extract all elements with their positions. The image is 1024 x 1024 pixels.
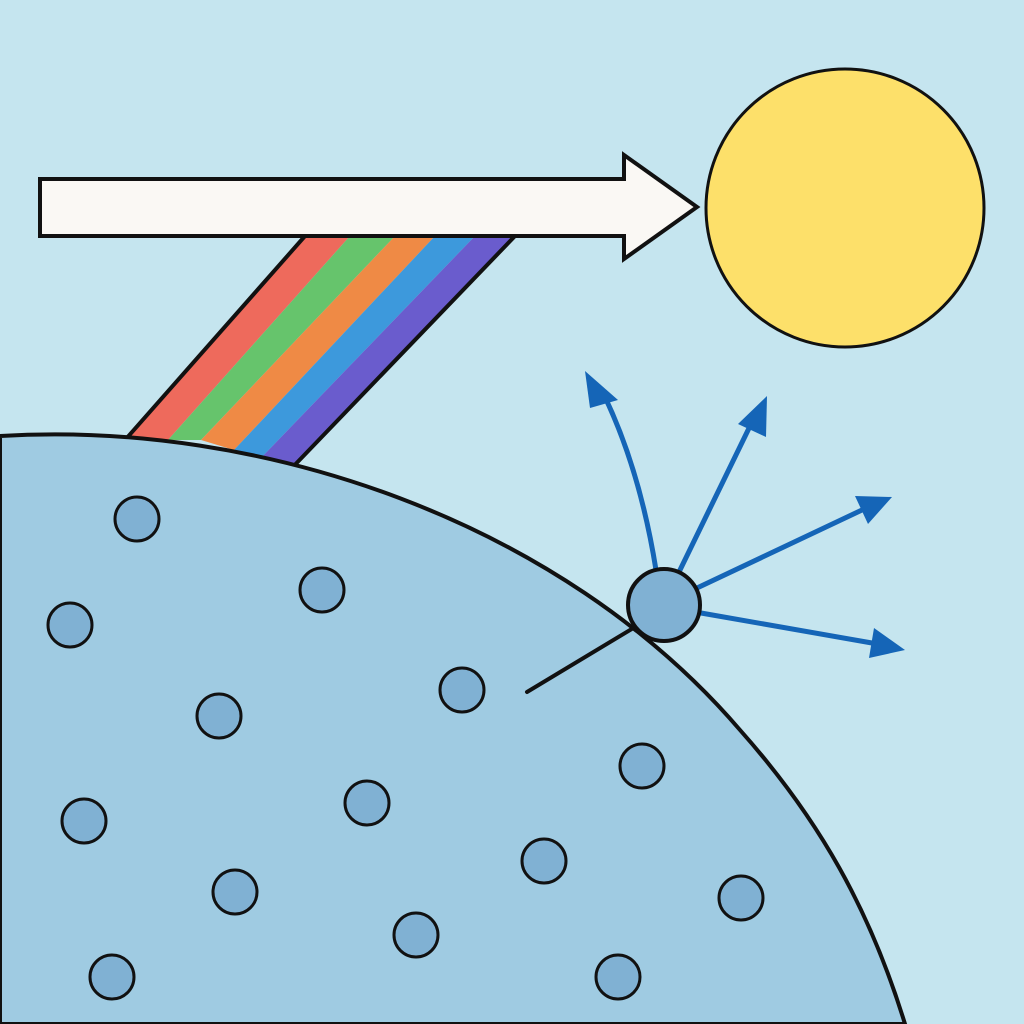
scatter-arrow-shaft [698,610,875,646]
particle [438,666,486,714]
spectrum-stripe-violet [259,236,515,472]
particle [60,797,108,845]
rainbow-band [123,234,517,474]
particle [46,601,94,649]
scatter-arrows-icon [585,371,905,658]
incident-ray [525,622,642,694]
particle [298,566,346,614]
white-arrow-icon [38,151,701,263]
particle [520,837,568,885]
spectrum-outline [123,234,517,474]
spectrum-stripe-green [168,236,395,440]
scatter-arrow-shaft [694,507,865,591]
particle [88,953,136,1001]
particle [343,779,391,827]
scatter-arrowhead [585,371,618,408]
scatter-arrow-shaft [677,419,755,573]
scatter-arrow-shaft [601,392,659,573]
particle [618,742,666,790]
scatter-arrowhead [855,496,892,524]
spectrum-stripe-orange [201,236,435,450]
spectrum-stripe-red [125,236,350,440]
scattering-particle [626,567,702,643]
particle [392,911,440,959]
spectrum-stripe-blue [234,236,475,460]
sun-icon [704,67,986,349]
scatter-arrowhead [869,628,905,658]
particle [113,495,161,543]
scatter-arrowhead [738,396,767,437]
particle [195,692,243,740]
particle [211,868,259,916]
particle [594,953,642,1001]
particle [717,874,765,922]
particle-group [46,495,765,1001]
